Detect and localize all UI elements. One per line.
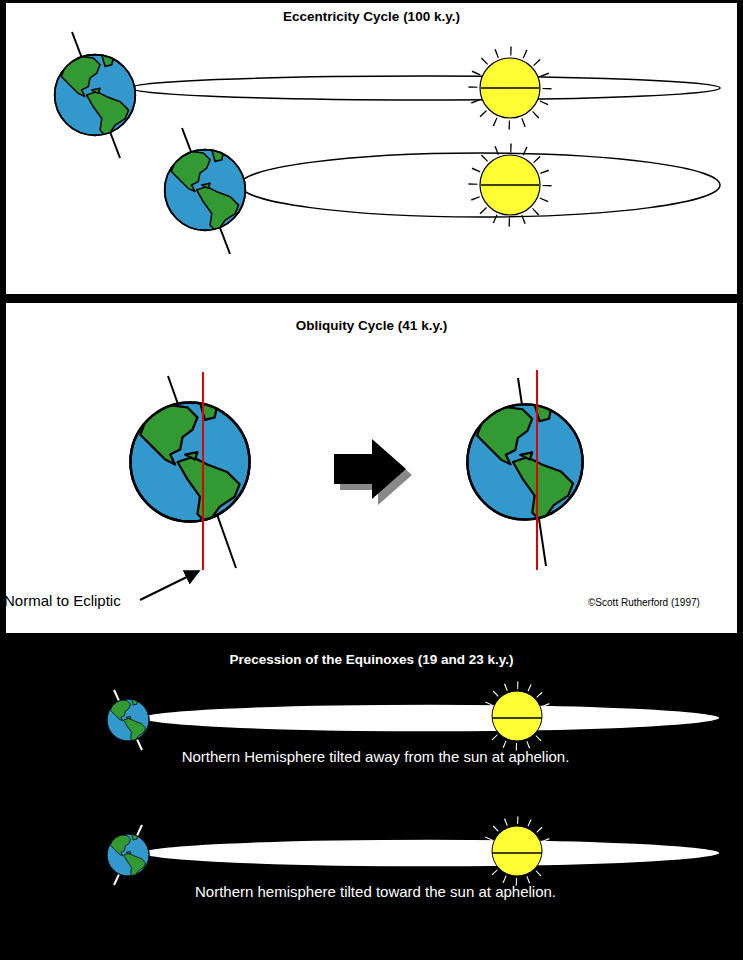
copyright-note: ©Scott Rutherford (1997) [588,597,700,608]
panel-title: Precession of the Equinoxes (19 and 23 k… [0,652,743,667]
orbit-ellipse [140,839,720,867]
big-arrow [334,439,406,499]
panel-band: Precession of the Equinoxes (19 and 23 k… [0,640,743,960]
panel-title: Eccentricity Cycle (100 k.y.) [6,9,737,24]
sun [473,148,547,222]
orbit-ellipse [130,76,720,100]
earth [467,404,582,522]
panel-title: Obliquity Cycle (41 k.y.) [6,318,737,333]
panel-ground [6,3,737,294]
earth [55,55,136,137]
orbit-ellipse [140,704,720,732]
orbit-line [481,87,539,89]
orbit-line [492,717,542,719]
sun [486,685,548,747]
panel-band: Obliquity Cycle (41 k.y.) [6,303,737,633]
panel-ground [6,303,737,633]
ecliptic-normal [202,372,204,570]
orbit-line [492,852,542,854]
earth [130,402,249,524]
caption-label: Northern Hemisphere tilted away from the… [4,748,743,765]
orbit-line [481,184,539,186]
sun [486,820,548,882]
panel-band: Eccentricity Cycle (100 k.y.) [6,3,737,294]
caption-label: Normal to Ecliptic [4,592,121,609]
earth [107,834,149,877]
caption-label: Northern hemisphere tilted toward the su… [4,883,743,900]
earth [107,699,149,742]
earth [165,150,246,232]
ecliptic-normal [536,370,538,570]
leader-arrow [140,571,199,600]
sun [473,51,547,125]
